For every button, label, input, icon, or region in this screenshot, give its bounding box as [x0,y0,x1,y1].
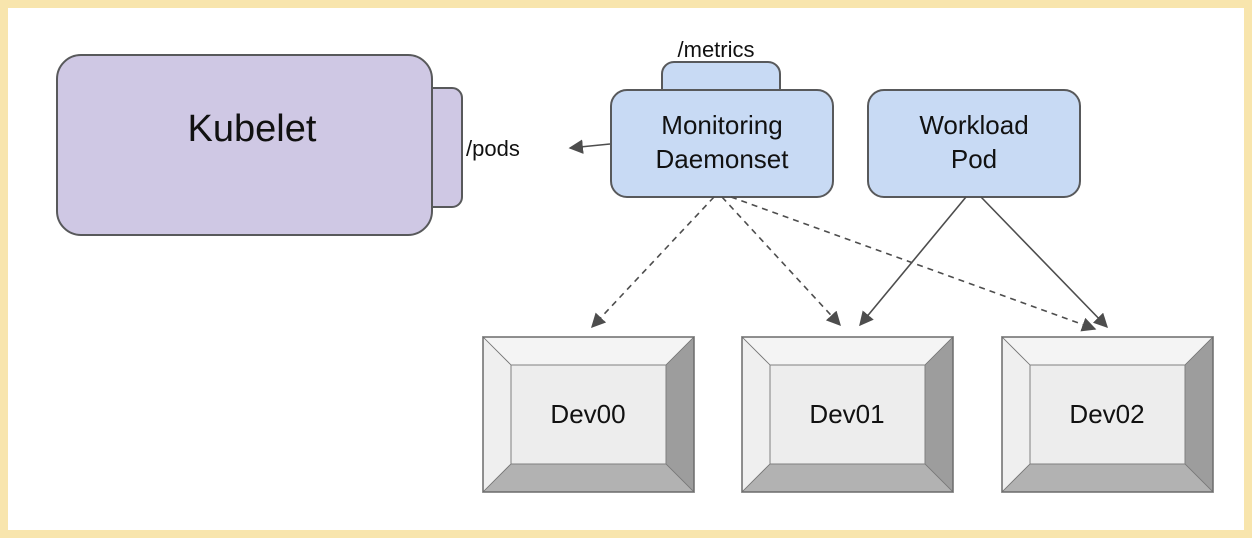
dev01-bevel-bottom [741,463,954,493]
monitoring-daemonset-label-line2: Daemonset [656,144,790,174]
device-node-dev00: Dev00 [482,336,695,493]
dev00-face [510,364,667,465]
workload-pod-label-line2: Pod [951,144,997,174]
kubelet-box [56,54,433,236]
dev01-label: Dev01 [809,399,884,429]
edge-workload-to-dev01 [859,196,967,327]
edge-daemonset-to-dev01 [721,196,841,327]
workload-pod-node: Workload Pod [867,89,1081,198]
metrics-endpoint-label: /metrics [678,37,755,62]
monitoring-daemonset-label-line1: Monitoring [661,110,782,140]
dev02-bevel-top [1001,336,1214,366]
dev02-bevel-bottom [1001,463,1214,493]
edge-daemonset-to-dev00 [591,196,715,329]
kubelet-node: Kubelet [56,54,463,236]
dev00-bevel-bottom [482,463,695,493]
dev00-label: Dev00 [550,399,625,429]
monitoring-daemonset-node: Monitoring Daemonset [610,89,834,198]
edge-workload-to-dev02 [980,196,1109,329]
dev02-outline [1001,336,1214,493]
dev02-face [1029,364,1186,465]
dev01-bevel-top [741,336,954,366]
workload-pod-box [867,89,1081,198]
edge-daemonset-to-kubelet-pods [568,139,611,154]
workload-pod-label-line1: Workload [919,110,1028,140]
dev01-face [769,364,926,465]
dev00-bevel-top [482,336,695,366]
dev00-outline [482,336,695,493]
edge-daemonset-to-dev02 [730,196,1097,332]
device-node-dev01: Dev01 [741,336,954,493]
kubelet-label: Kubelet [188,108,317,150]
device-node-dev02: Dev02 [1001,336,1214,493]
dev01-outline [741,336,954,493]
pods-endpoint-label: /pods [466,136,520,161]
dev02-label: Dev02 [1069,399,1144,429]
